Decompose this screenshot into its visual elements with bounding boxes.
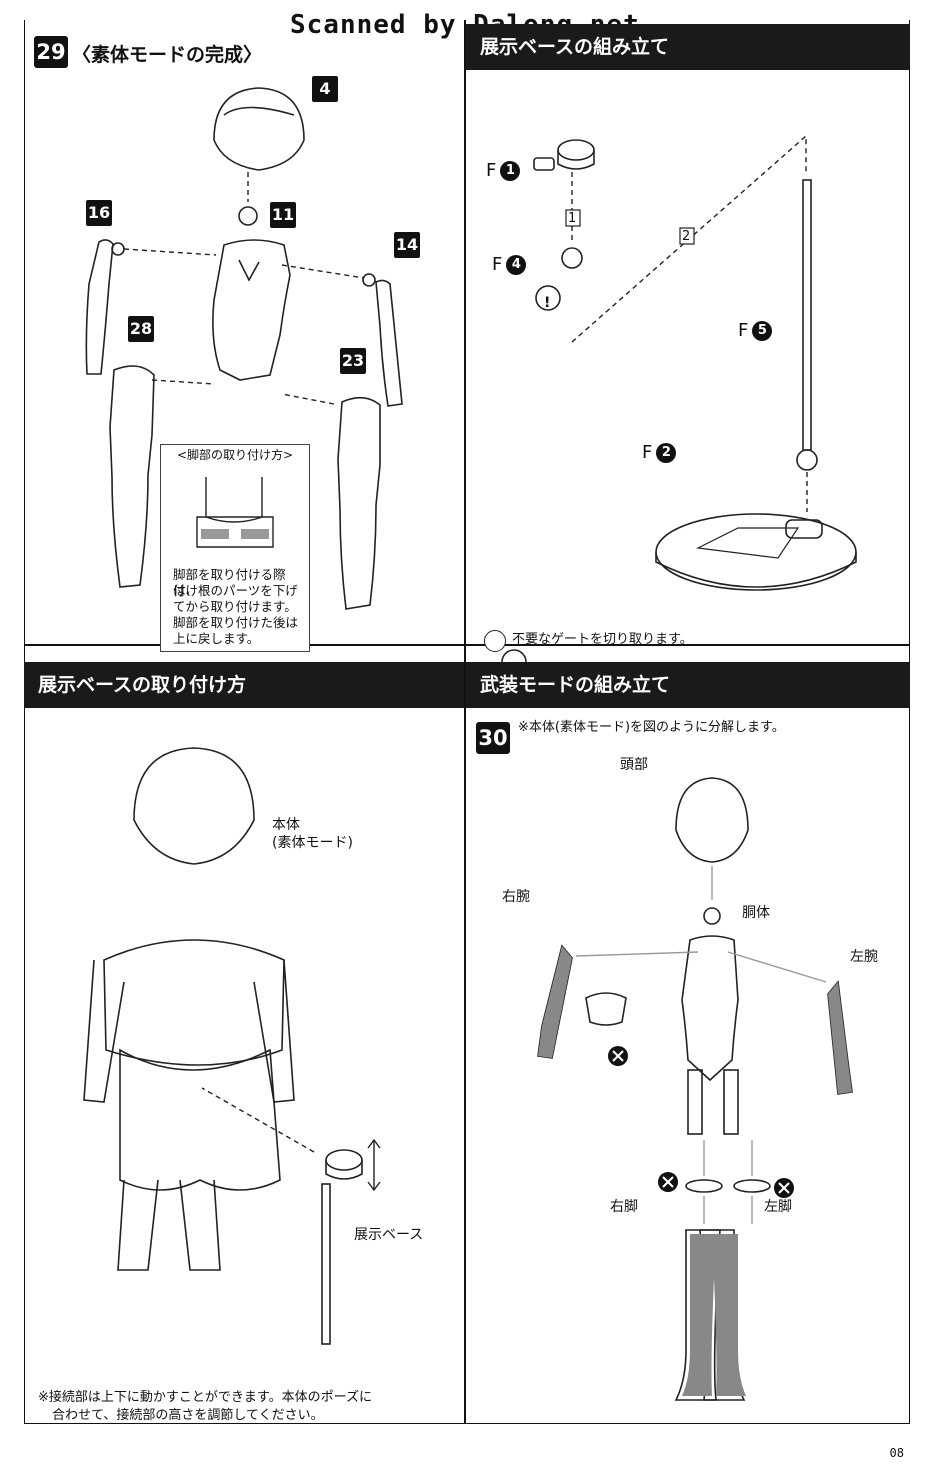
right-leg-label: 右脚	[610, 1199, 638, 1215]
callout-line-2: 付け根のパーツを下げ	[173, 583, 298, 598]
display-base-illustration	[501, 134, 857, 675]
center-divider	[464, 20, 466, 1424]
torso-label: 胴体	[742, 905, 770, 921]
armed-mode-note: ※本体(素体モード)を図のように分解します。	[518, 720, 785, 735]
body-label-line-1: 本体	[272, 817, 300, 833]
callout-line-5: 上に戻します。	[173, 631, 260, 646]
display-base-label: 展示ベース	[354, 1227, 424, 1243]
part-11-tag: 11	[270, 202, 296, 228]
step-29-illustration	[85, 87, 403, 610]
display-base-attach-header: 展示ベースの取り付け方	[24, 662, 464, 708]
bottom-border	[24, 1423, 910, 1424]
display-base-attach-illustration	[83, 747, 381, 1345]
part-f2-number: 2	[656, 443, 677, 463]
attach-note-line-2: 合わせて、接続部の高さを調節してください。	[52, 1408, 324, 1423]
part-f4-letter: F	[492, 254, 503, 275]
left-border	[24, 20, 25, 1424]
callout-illustration	[196, 477, 274, 548]
step-30-badge: 30	[476, 722, 510, 754]
callout-line-4: 脚部を取り付けた後は	[173, 615, 299, 630]
part-16-tag: 16	[86, 200, 112, 226]
part-f2-letter: F	[642, 442, 653, 463]
seq-2-label: 2	[682, 229, 691, 244]
attach-note-line-1: ※接続部は上下に動かすことができます。本体のポーズに	[38, 1390, 372, 1405]
gate-cut-icon	[484, 630, 506, 652]
caution-icon: !	[544, 295, 551, 311]
part-f4-number: 4	[506, 255, 527, 275]
part-23-tag: 23	[340, 348, 366, 374]
part-f1-letter: F	[486, 160, 497, 181]
part-28-tag: 28	[128, 316, 154, 342]
gate-note: 不要なゲートを切り取ります。	[512, 632, 693, 647]
instruction-page: 29 〈素体モードの完成〉	[24, 20, 910, 1444]
page-number: 08	[889, 1446, 904, 1460]
left-arm-label: 左腕	[850, 949, 878, 965]
seq-1-label: 1	[568, 211, 577, 226]
leg-attach-callout: <脚部の取り付け方> 脚部を取り付ける際は、 付け根のパーツを下げ てから取り付…	[160, 444, 310, 652]
disassembly-illustration	[537, 777, 853, 1401]
part-4-tag: 4	[312, 76, 338, 102]
part-f5-number: 5	[752, 321, 773, 341]
armed-mode-header: 武装モードの組み立て	[466, 662, 910, 708]
part-f1-number: 1	[500, 161, 521, 181]
callout-title: <脚部の取り付け方>	[176, 448, 294, 462]
right-arm-label: 右腕	[502, 889, 530, 905]
middle-divider	[24, 644, 910, 646]
part-f5-letter: F	[738, 320, 749, 341]
callout-line-3: てから取り付けます。	[173, 599, 297, 614]
head-label: 頭部	[620, 757, 648, 773]
body-label-line-2: (素体モード)	[272, 835, 353, 851]
step-29-badge: 29	[34, 36, 68, 68]
display-base-assembly-header: 展示ベースの組み立て	[466, 24, 910, 70]
right-border	[909, 20, 910, 1424]
part-14-tag: 14	[394, 232, 420, 258]
callout-line-1: 脚部を取り付ける際は、	[173, 567, 286, 598]
left-leg-label: 左脚	[764, 1199, 792, 1215]
step-29-title: 〈素体モードの完成〉	[72, 44, 263, 66]
